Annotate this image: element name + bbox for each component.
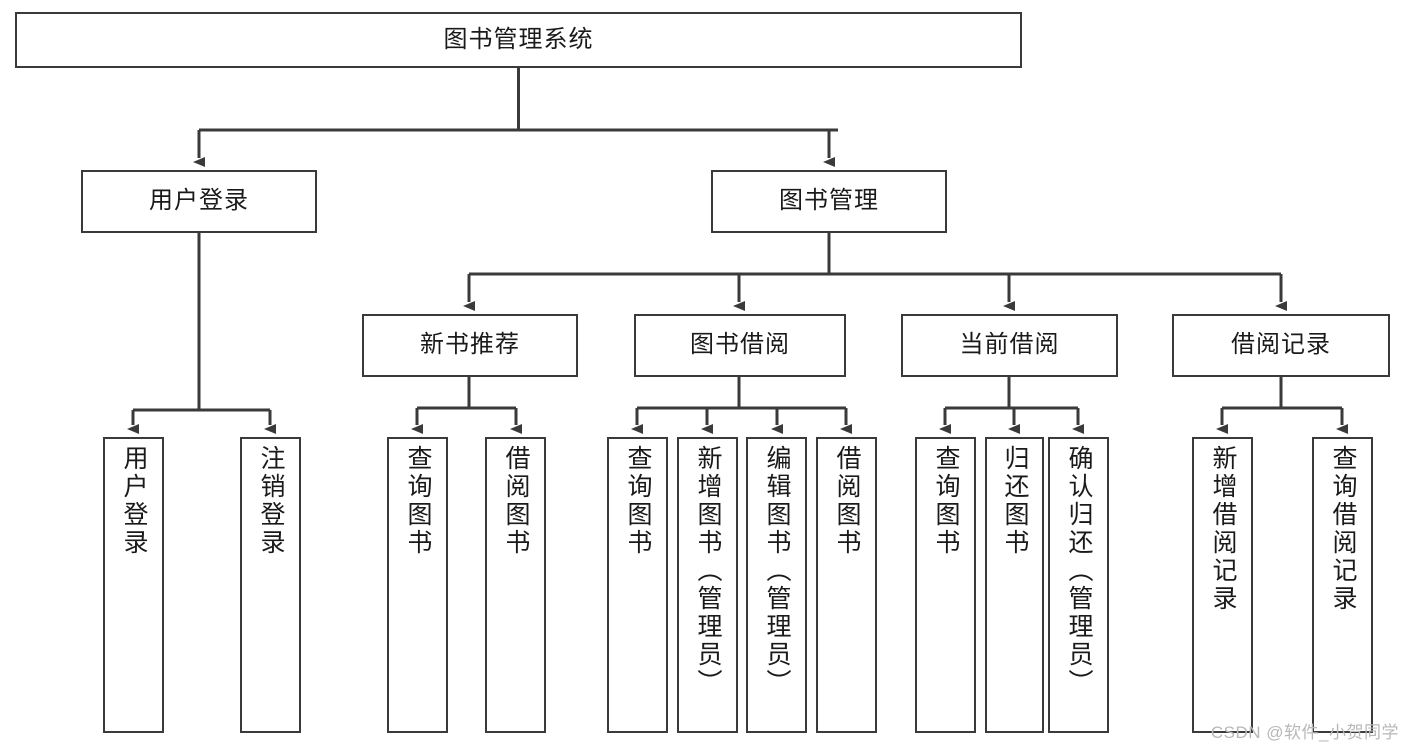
node-user-login-label: 用户登录 [149, 187, 249, 215]
leaf-node-label: 注销登录 [257, 445, 285, 557]
leaf-node-label: 查询图书 [932, 445, 960, 557]
node-current-borrow-label: 当前借阅 [959, 331, 1060, 359]
node-new-book-recommend-label: 新书推荐 [420, 331, 520, 359]
leaf-node[interactable]: 查询借阅记录 [1312, 437, 1373, 733]
node-borrow-records-label: 借阅记录 [1231, 331, 1331, 359]
leaf-node[interactable]: 查询图书 [387, 437, 448, 733]
leaf-node[interactable]: 新增借阅记录 [1192, 437, 1253, 733]
leaf-node[interactable]: 确认归还（管理员） [1048, 437, 1109, 733]
node-book-management[interactable]: 图书管理 [711, 170, 947, 233]
node-new-book-recommend[interactable]: 新书推荐 [362, 314, 578, 377]
leaf-node[interactable]: 查询图书 [607, 437, 668, 733]
leaf-node[interactable]: 查询图书 [915, 437, 976, 733]
leaf-node[interactable]: 归还图书 [985, 437, 1044, 733]
leaf-node[interactable]: 用户登录 [103, 437, 164, 733]
leaf-node[interactable]: 借阅图书 [816, 437, 877, 733]
leaf-node-label: 编辑图书（管理员） [763, 445, 791, 697]
leaf-node-label: 查询借阅记录 [1329, 445, 1357, 613]
leaf-node-label: 新增图书（管理员） [694, 445, 722, 697]
leaf-node[interactable]: 新增图书（管理员） [677, 437, 738, 733]
node-user-login[interactable]: 用户登录 [81, 170, 317, 233]
node-borrow-records[interactable]: 借阅记录 [1172, 314, 1390, 377]
leaf-node-label: 确认归还（管理员） [1065, 445, 1093, 697]
leaf-node-label: 查询图书 [404, 445, 432, 557]
leaf-node[interactable]: 借阅图书 [485, 437, 546, 733]
leaf-node-label: 归还图书 [1001, 445, 1029, 557]
leaf-node-label: 借阅图书 [833, 445, 861, 557]
leaf-node[interactable]: 注销登录 [240, 437, 301, 733]
leaf-node-label: 查询图书 [624, 445, 652, 557]
node-book-borrow[interactable]: 图书借阅 [634, 314, 846, 377]
node-book-management-label: 图书管理 [779, 187, 879, 215]
node-book-borrow-label: 图书借阅 [690, 331, 790, 359]
leaf-node-label: 借阅图书 [502, 445, 530, 557]
node-current-borrow[interactable]: 当前借阅 [901, 314, 1118, 377]
leaf-node[interactable]: 编辑图书（管理员） [746, 437, 807, 733]
node-root-label: 图书管理系统 [443, 25, 594, 53]
node-root[interactable]: 图书管理系统 [15, 12, 1022, 68]
leaf-node-label: 用户登录 [120, 445, 148, 557]
leaf-node-label: 新增借阅记录 [1209, 445, 1237, 613]
